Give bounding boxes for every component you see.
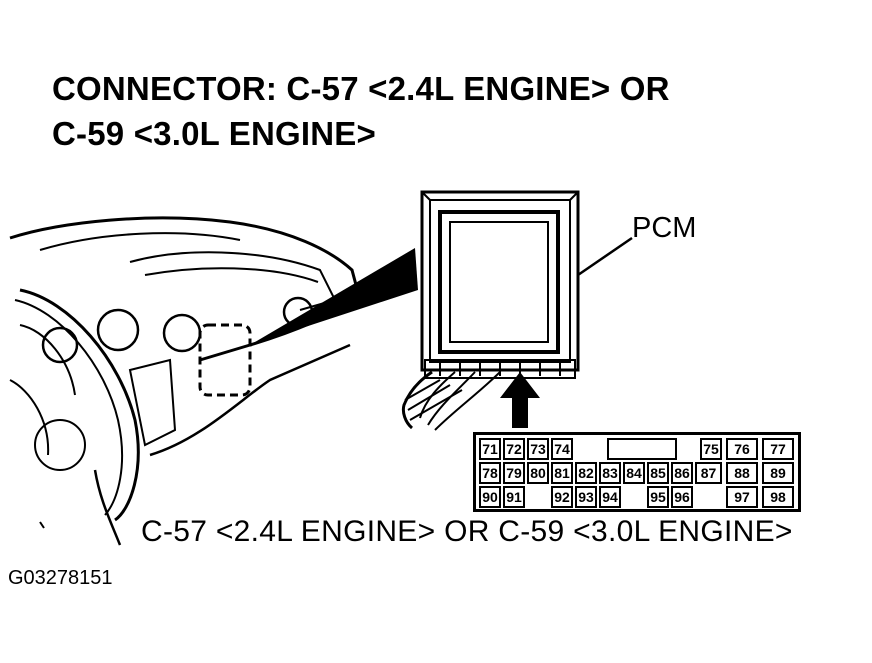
pin-85: 85 <box>647 462 669 484</box>
pin-91: 91 <box>503 486 525 508</box>
pin-87: 87 <box>695 462 722 484</box>
pin-84: 84 <box>623 462 645 484</box>
pin-blank-block <box>607 438 677 460</box>
pin-93: 93 <box>575 486 597 508</box>
connector-caption: C-57 <2.4L ENGINE> OR C-59 <3.0L ENGINE> <box>141 515 793 548</box>
pin-95: 95 <box>647 486 669 508</box>
pin-92: 92 <box>551 486 573 508</box>
figure-id: G03278151 <box>8 567 113 589</box>
pin-73: 73 <box>527 438 549 460</box>
pin-74: 74 <box>551 438 573 460</box>
pin-81: 81 <box>551 462 573 484</box>
pin-75: 75 <box>700 438 722 460</box>
pin-89: 89 <box>762 462 794 484</box>
pin-82: 82 <box>575 462 597 484</box>
pcm-label: PCM <box>632 212 697 244</box>
pin-97: 97 <box>726 486 758 508</box>
pin-78: 78 <box>479 462 501 484</box>
up-arrow-icon <box>500 372 540 428</box>
pin-88: 88 <box>726 462 758 484</box>
pin-79: 79 <box>503 462 525 484</box>
connector-pin-grid: 71 72 73 74 75 76 77 78 79 80 81 82 83 8… <box>473 432 801 512</box>
pin-86: 86 <box>671 462 693 484</box>
pin-71: 71 <box>479 438 501 460</box>
diagram-title-line1: CONNECTOR: C-57 <2.4L ENGINE> OR <box>52 70 670 107</box>
pin-96: 96 <box>671 486 693 508</box>
pin-83: 83 <box>599 462 621 484</box>
pin-80: 80 <box>527 462 549 484</box>
pin-76: 76 <box>726 438 758 460</box>
diagram-title-line2: C-59 <3.0L ENGINE> <box>52 115 376 152</box>
pin-90: 90 <box>479 486 501 508</box>
pin-98: 98 <box>762 486 794 508</box>
pcm-module <box>401 190 580 431</box>
pin-77: 77 <box>762 438 794 460</box>
pin-94: 94 <box>599 486 621 508</box>
pin-72: 72 <box>503 438 525 460</box>
